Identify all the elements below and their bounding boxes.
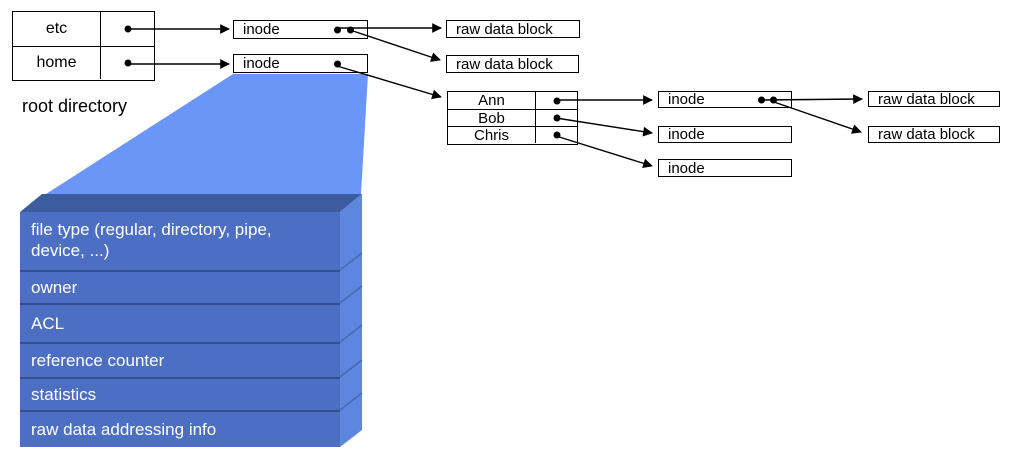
dir-entry-pointer-cell <box>101 47 154 80</box>
raw-data-block: raw data block <box>868 126 1000 143</box>
raw-data-block-label: raw data block <box>878 90 975 108</box>
raw-data-block-label: raw data block <box>878 126 975 143</box>
inode-field-reference-counter: reference counter <box>20 342 340 377</box>
inode-label: inode <box>668 91 705 108</box>
table-row: Chris <box>448 126 577 144</box>
table-row: home <box>13 45 154 80</box>
pointer-dot-icon <box>124 25 131 33</box>
table-row: etc <box>13 12 154 46</box>
zoom-beam-shape <box>46 74 368 194</box>
pointer-dot-icon <box>758 96 765 103</box>
stack-side-divider <box>339 392 363 411</box>
pointer-dot-icon <box>334 60 341 67</box>
home-directory-table: Ann Bob Chris <box>447 91 578 145</box>
inode-field-acl: ACL <box>20 303 340 342</box>
dir-entry-name: etc <box>13 12 101 46</box>
dir-entry-pointer-cell <box>536 127 577 143</box>
pointer-dot-icon <box>124 59 131 67</box>
dir-entry-pointer-cell <box>101 12 154 46</box>
stack-top-face <box>20 194 362 212</box>
stack-side-divider <box>339 359 363 378</box>
inode-box-bob: inode <box>658 126 792 143</box>
root-directory-table: etc home <box>12 11 155 81</box>
inode-field-raw-data-addressing: raw data addressing info <box>20 410 340 447</box>
pointer-dot-icon <box>553 131 560 139</box>
dir-entry-name: Bob <box>448 110 536 127</box>
stack-side-divider <box>339 285 363 304</box>
dir-entry-name: Chris <box>448 127 536 144</box>
table-row: Ann <box>448 92 577 109</box>
stack-side-face <box>340 194 362 447</box>
raw-data-block: raw data block <box>446 55 579 73</box>
inode-field-statistics: statistics <box>20 377 340 410</box>
stack-side-divider <box>339 252 363 271</box>
inode-box-ann: inode <box>658 91 792 108</box>
pointer-dot-icon <box>553 97 560 104</box>
pointer-dot-icon <box>553 114 560 122</box>
inode-label: inode <box>243 55 280 72</box>
inode-label: inode <box>243 21 280 38</box>
inode-field-owner: owner <box>20 270 340 303</box>
inode-box-chris: inode <box>658 159 792 177</box>
inode-box-etc: inode <box>233 20 368 39</box>
stack-side-divider <box>339 324 363 343</box>
inode-label: inode <box>668 126 705 143</box>
raw-data-block: raw data block <box>868 90 1000 108</box>
dir-entry-pointer-cell <box>536 110 577 126</box>
raw-data-block: raw data block <box>446 20 580 38</box>
inode-box-home: inode <box>233 54 368 73</box>
inode-field-file-type: file type (regular, directory, pipe, dev… <box>20 212 340 270</box>
pointer-dot-icon <box>347 26 354 33</box>
table-row: Bob <box>448 109 577 127</box>
pointer-dot-icon <box>770 96 777 103</box>
dir-entry-name: Ann <box>448 92 536 109</box>
dir-entry-name: home <box>13 46 101 79</box>
raw-data-block-label: raw data block <box>456 55 553 73</box>
root-directory-caption: root directory <box>22 96 128 116</box>
inode-label: inode <box>668 159 705 177</box>
raw-data-block-label: raw data block <box>456 20 553 38</box>
dir-entry-pointer-cell <box>536 92 577 109</box>
pointer-dot-icon <box>334 26 341 33</box>
inode-detail-stack: file type (regular, directory, pipe, dev… <box>20 212 340 447</box>
